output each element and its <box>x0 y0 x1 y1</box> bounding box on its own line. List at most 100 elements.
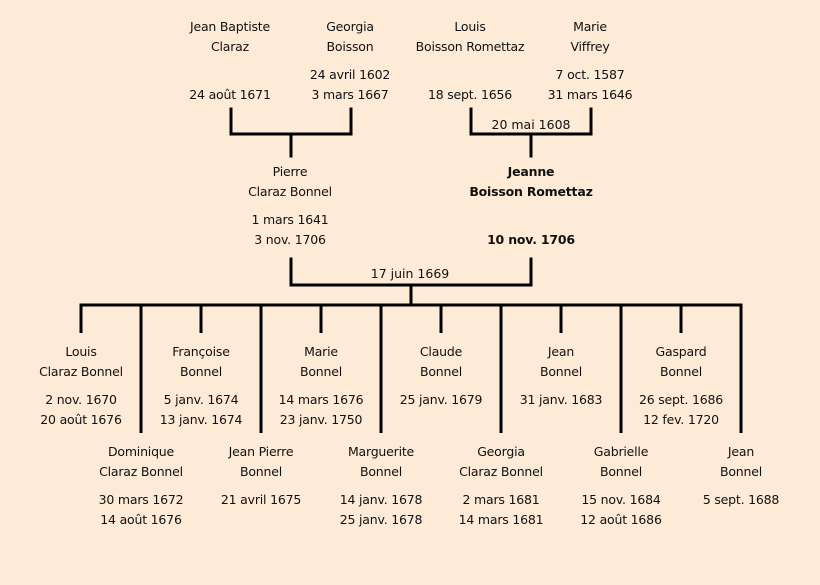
person-jeanne-boisson-romettaz[interactable]: Jeanne Boisson Romettaz 10 nov. 1706 <box>451 162 611 250</box>
death-date: 20 août 1676 <box>40 412 122 427</box>
first-name: Jean <box>727 444 755 459</box>
first-name: Gaspard <box>655 344 707 359</box>
birth-date: 14 janv. 1678 <box>339 492 423 507</box>
birth-date: 21 avril 1675 <box>220 492 302 507</box>
birth-date: 5 sept. 1688 <box>702 492 780 507</box>
last-name: Bonnel <box>299 364 343 379</box>
life-dates: 5 sept. 1688 <box>661 490 820 530</box>
life-dates: 14 janv. 1678 25 janv. 1678 <box>301 490 461 530</box>
death-date: 3 mars 1667 <box>311 87 389 102</box>
first-name: Georgia <box>477 444 525 459</box>
life-dates: 7 oct. 1587 31 mars 1646 <box>510 65 670 105</box>
death-date: 14 août 1676 <box>100 512 182 527</box>
maternal-grandparents-marriage-date: 20 mai 1608 <box>491 117 571 132</box>
birth-date: 24 avril 1602 <box>309 67 391 82</box>
person-georgia-boisson[interactable]: Georgia Boisson 24 avril 1602 3 mars 166… <box>270 17 430 105</box>
last-name: Bonnel <box>719 464 763 479</box>
last-name: Bonnel <box>179 364 223 379</box>
life-dates: 2 mars 1681 14 mars 1681 <box>421 490 581 530</box>
birth-date: 7 oct. 1587 <box>555 67 625 82</box>
last-name: Bonnel <box>239 464 283 479</box>
last-name: Boisson Romettaz <box>469 184 593 199</box>
birth-date: 15 nov. 1684 <box>581 492 661 507</box>
first-name: Gabrielle <box>593 444 649 459</box>
death-date: 23 janv. 1750 <box>279 412 363 427</box>
last-name: Bonnel <box>539 364 583 379</box>
birth-date: 26 sept. 1686 <box>638 392 724 407</box>
first-name: Georgia <box>326 19 374 34</box>
life-dates: 31 janv. 1683 <box>481 390 641 430</box>
last-name: Bonnel <box>599 464 643 479</box>
death-date: 14 mars 1681 <box>458 512 544 527</box>
birth-date <box>451 210 611 230</box>
paternal-grandparents-bracket <box>229 107 353 136</box>
death-date: 18 sept. 1656 <box>427 87 513 102</box>
death-date: 10 nov. 1706 <box>487 232 575 247</box>
first-name: Claude <box>419 344 463 359</box>
birth-date: 31 janv. 1683 <box>519 392 603 407</box>
first-name: Jean <box>547 344 575 359</box>
last-name: Boisson <box>326 39 374 54</box>
life-dates: 24 août 1671 <box>150 65 310 105</box>
last-name: Bonnel <box>419 364 463 379</box>
life-dates: 21 avril 1675 <box>181 490 341 530</box>
first-name: Marie <box>573 19 607 34</box>
person-jean-baptiste-claraz[interactable]: Jean Baptiste Claraz 24 août 1671 <box>150 17 310 105</box>
death-date: 24 août 1671 <box>189 87 271 102</box>
death-date: 3 nov. 1706 <box>254 232 326 247</box>
life-dates: 30 mars 1672 14 août 1676 <box>61 490 221 530</box>
last-name: Viffrey <box>570 39 610 54</box>
last-name: Boisson Romettaz <box>415 39 525 54</box>
life-dates: 10 nov. 1706 <box>451 210 611 250</box>
first-name: Jean Baptiste <box>190 19 270 34</box>
first-name: Jean Pierre <box>228 444 294 459</box>
life-dates: 26 sept. 1686 12 fev. 1720 <box>601 390 761 430</box>
first-name: Françoise <box>172 344 230 359</box>
last-name: Claraz Bonnel <box>99 464 183 479</box>
birth-date: 2 mars 1681 <box>462 492 540 507</box>
life-dates: 5 janv. 1674 13 janv. 1674 <box>121 390 281 430</box>
life-dates: 24 avril 1602 3 mars 1667 <box>270 65 430 105</box>
person-marie-viffrey[interactable]: Marie Viffrey 7 oct. 1587 31 mars 1646 <box>510 17 670 105</box>
person-louis-boisson-romettaz[interactable]: Louis Boisson Romettaz 18 sept. 1656 <box>390 17 550 105</box>
first-name: Louis <box>454 19 486 34</box>
person-pierre-claraz-bonnel[interactable]: Pierre Claraz Bonnel 1 mars 1641 3 nov. … <box>210 162 370 250</box>
life-dates: 18 sept. 1656 <box>390 65 550 105</box>
death-date: 25 janv. 1678 <box>339 512 423 527</box>
death-date <box>661 510 820 530</box>
first-name: Dominique <box>107 444 175 459</box>
first-name: Pierre <box>272 164 308 179</box>
first-name: Louis <box>65 344 97 359</box>
birth-date: 25 janv. 1679 <box>399 392 483 407</box>
life-dates: 15 nov. 1684 12 août 1686 <box>541 490 701 530</box>
last-name: Claraz Bonnel <box>459 464 543 479</box>
death-date: 12 fev. 1720 <box>643 412 719 427</box>
death-date: 13 janv. 1674 <box>159 412 243 427</box>
first-name: Jeanne <box>507 164 555 179</box>
parents-marriage-date: 17 juin 1669 <box>370 266 450 281</box>
first-name: Marie <box>304 344 338 359</box>
life-dates: 25 janv. 1679 <box>361 390 521 430</box>
last-name: Bonnel <box>659 364 703 379</box>
first-name: Marguerite <box>347 444 415 459</box>
last-name: Claraz Bonnel <box>39 364 123 379</box>
birth-date: 5 janv. 1674 <box>163 392 239 407</box>
death-date: 12 août 1686 <box>580 512 662 527</box>
birth-date: 1 mars 1641 <box>251 212 329 227</box>
birth-date: 30 mars 1672 <box>98 492 184 507</box>
death-date: 31 mars 1646 <box>547 87 633 102</box>
